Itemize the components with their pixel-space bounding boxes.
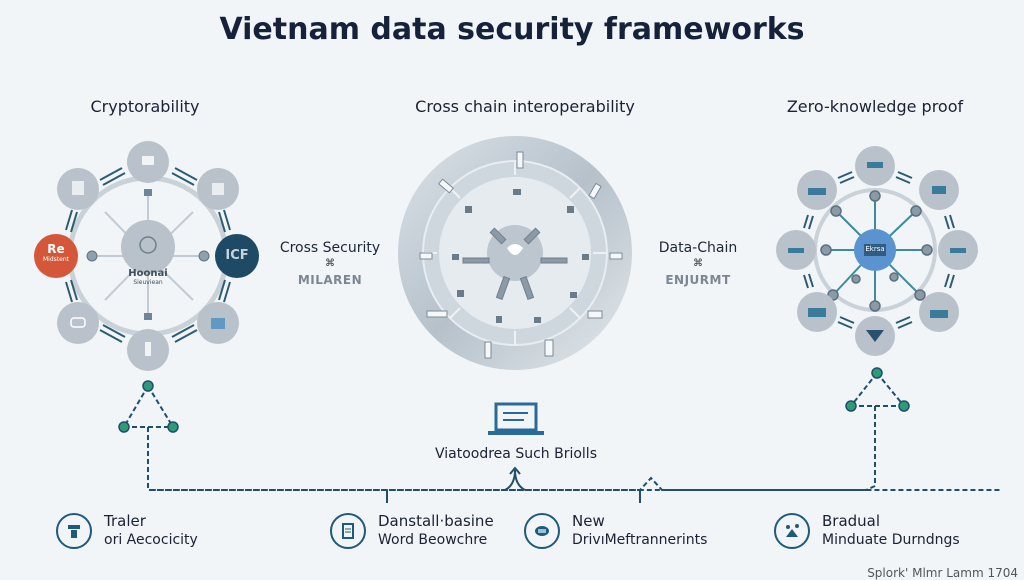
chip-icon [524, 513, 560, 549]
connector-node [898, 400, 910, 412]
merge-arrow [504, 469, 526, 491]
footer-subtitle: ori Aecocicity [104, 532, 198, 548]
node-highlight-navy [215, 234, 259, 278]
page-title: Vietnam data security frameworks [219, 12, 805, 47]
footer-title: Traler [104, 512, 146, 530]
data-chain-label: Data-Chain ⌘ ENJURMT [658, 240, 738, 287]
right-hub-text: Ekrsa [865, 245, 885, 253]
footer-subtitle: Minduate Durndngs [822, 532, 960, 548]
cross-security-label: Cross Security ⌘ MILARЕN [279, 240, 381, 287]
heart-shield-icon [507, 244, 523, 255]
footer-subtitle: Word Beowchre [378, 532, 488, 548]
connector-node [142, 380, 154, 392]
document-icon [330, 513, 366, 549]
connector-node [118, 421, 130, 433]
connector-node [871, 367, 883, 379]
footer-title: Danstall·basine [378, 512, 494, 530]
footer-title: New [572, 512, 605, 530]
node-bottom-left [57, 302, 99, 344]
section-label-cryptorability: Cryptorability [90, 97, 200, 116]
laptop-icon [488, 402, 544, 435]
section-label-cross-chain: Cross chain interoperability [415, 97, 635, 116]
footer-item[interactable]: Traler ori Aecocicity [56, 512, 198, 550]
left-hub-text: Hoonai Sieuviean [128, 268, 168, 286]
watermark: Splork' Mlmr Lamm 1704 [867, 566, 1018, 580]
connector-node [845, 400, 857, 412]
central-node-label: Viatoodrea Such Briolls [434, 446, 597, 462]
network-icon [774, 513, 810, 549]
section-label-zero-knowledge: Zero-knowledge proof [786, 97, 964, 116]
left-triangle-connector [123, 385, 1000, 491]
tool-icon [56, 513, 92, 549]
interoperability-disc [398, 136, 632, 370]
connector-node [167, 421, 179, 433]
node-highlight-orange [34, 234, 78, 278]
zero-knowledge-network [776, 146, 978, 356]
footer-title: Bradual [822, 512, 881, 530]
left-hub [121, 220, 175, 274]
navy-node-label: ICF [225, 248, 249, 263]
cryptorability-network [34, 141, 259, 371]
orange-node-label: Rе Midstent [43, 242, 69, 264]
right-triangle-connector [150, 372, 905, 491]
footer-subtitle: DrivıMeftrannerints [572, 532, 708, 548]
